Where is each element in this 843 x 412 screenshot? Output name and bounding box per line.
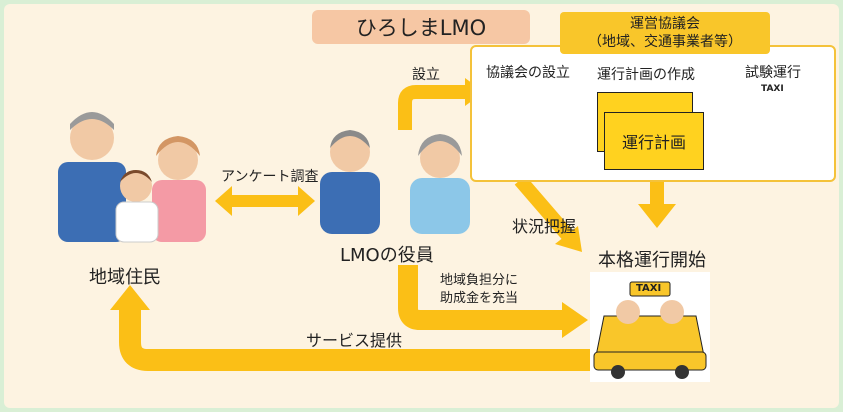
officers-label: LMOの役員 bbox=[340, 245, 434, 266]
residents-label: 地域住民 bbox=[89, 267, 161, 288]
council-header: 運営協議会 （地域、交通事業者等） bbox=[560, 12, 770, 54]
setup-label: 設立 bbox=[412, 67, 440, 83]
full-taxi-sign: TAXI bbox=[636, 283, 662, 294]
test-taxi-sign: TAXI bbox=[761, 84, 784, 94]
residents-illustration bbox=[58, 112, 206, 243]
page-title: ひろしまLMO bbox=[312, 10, 530, 44]
service-arrowhead bbox=[110, 285, 150, 310]
plan-doc-label: 運行計画 bbox=[621, 133, 686, 152]
subsidy-label: 地域負担分に 助成金を充当 bbox=[440, 273, 519, 306]
title-text: ひろしまLMO bbox=[355, 16, 487, 40]
officers-illustration bbox=[320, 130, 470, 234]
council-title: 運営協議会 bbox=[630, 16, 700, 32]
step-council-setup: 協議会の設立 bbox=[486, 65, 570, 81]
plan-doc: 運行計画 bbox=[604, 112, 704, 170]
survey-label: アンケート調査 bbox=[221, 169, 319, 185]
step-test-operation: 試験運行 bbox=[745, 65, 801, 81]
step-plan-creation: 運行計画の作成 bbox=[597, 67, 695, 83]
full-taxi-illustration bbox=[590, 272, 710, 382]
service-label: サービス提供 bbox=[306, 331, 403, 350]
status-label: 状況把握 bbox=[512, 217, 577, 236]
council-subtitle: （地域、交通事業者等） bbox=[588, 34, 742, 50]
service-arrow bbox=[119, 305, 590, 371]
full-operation-label: 本格運行開始 bbox=[598, 250, 706, 271]
